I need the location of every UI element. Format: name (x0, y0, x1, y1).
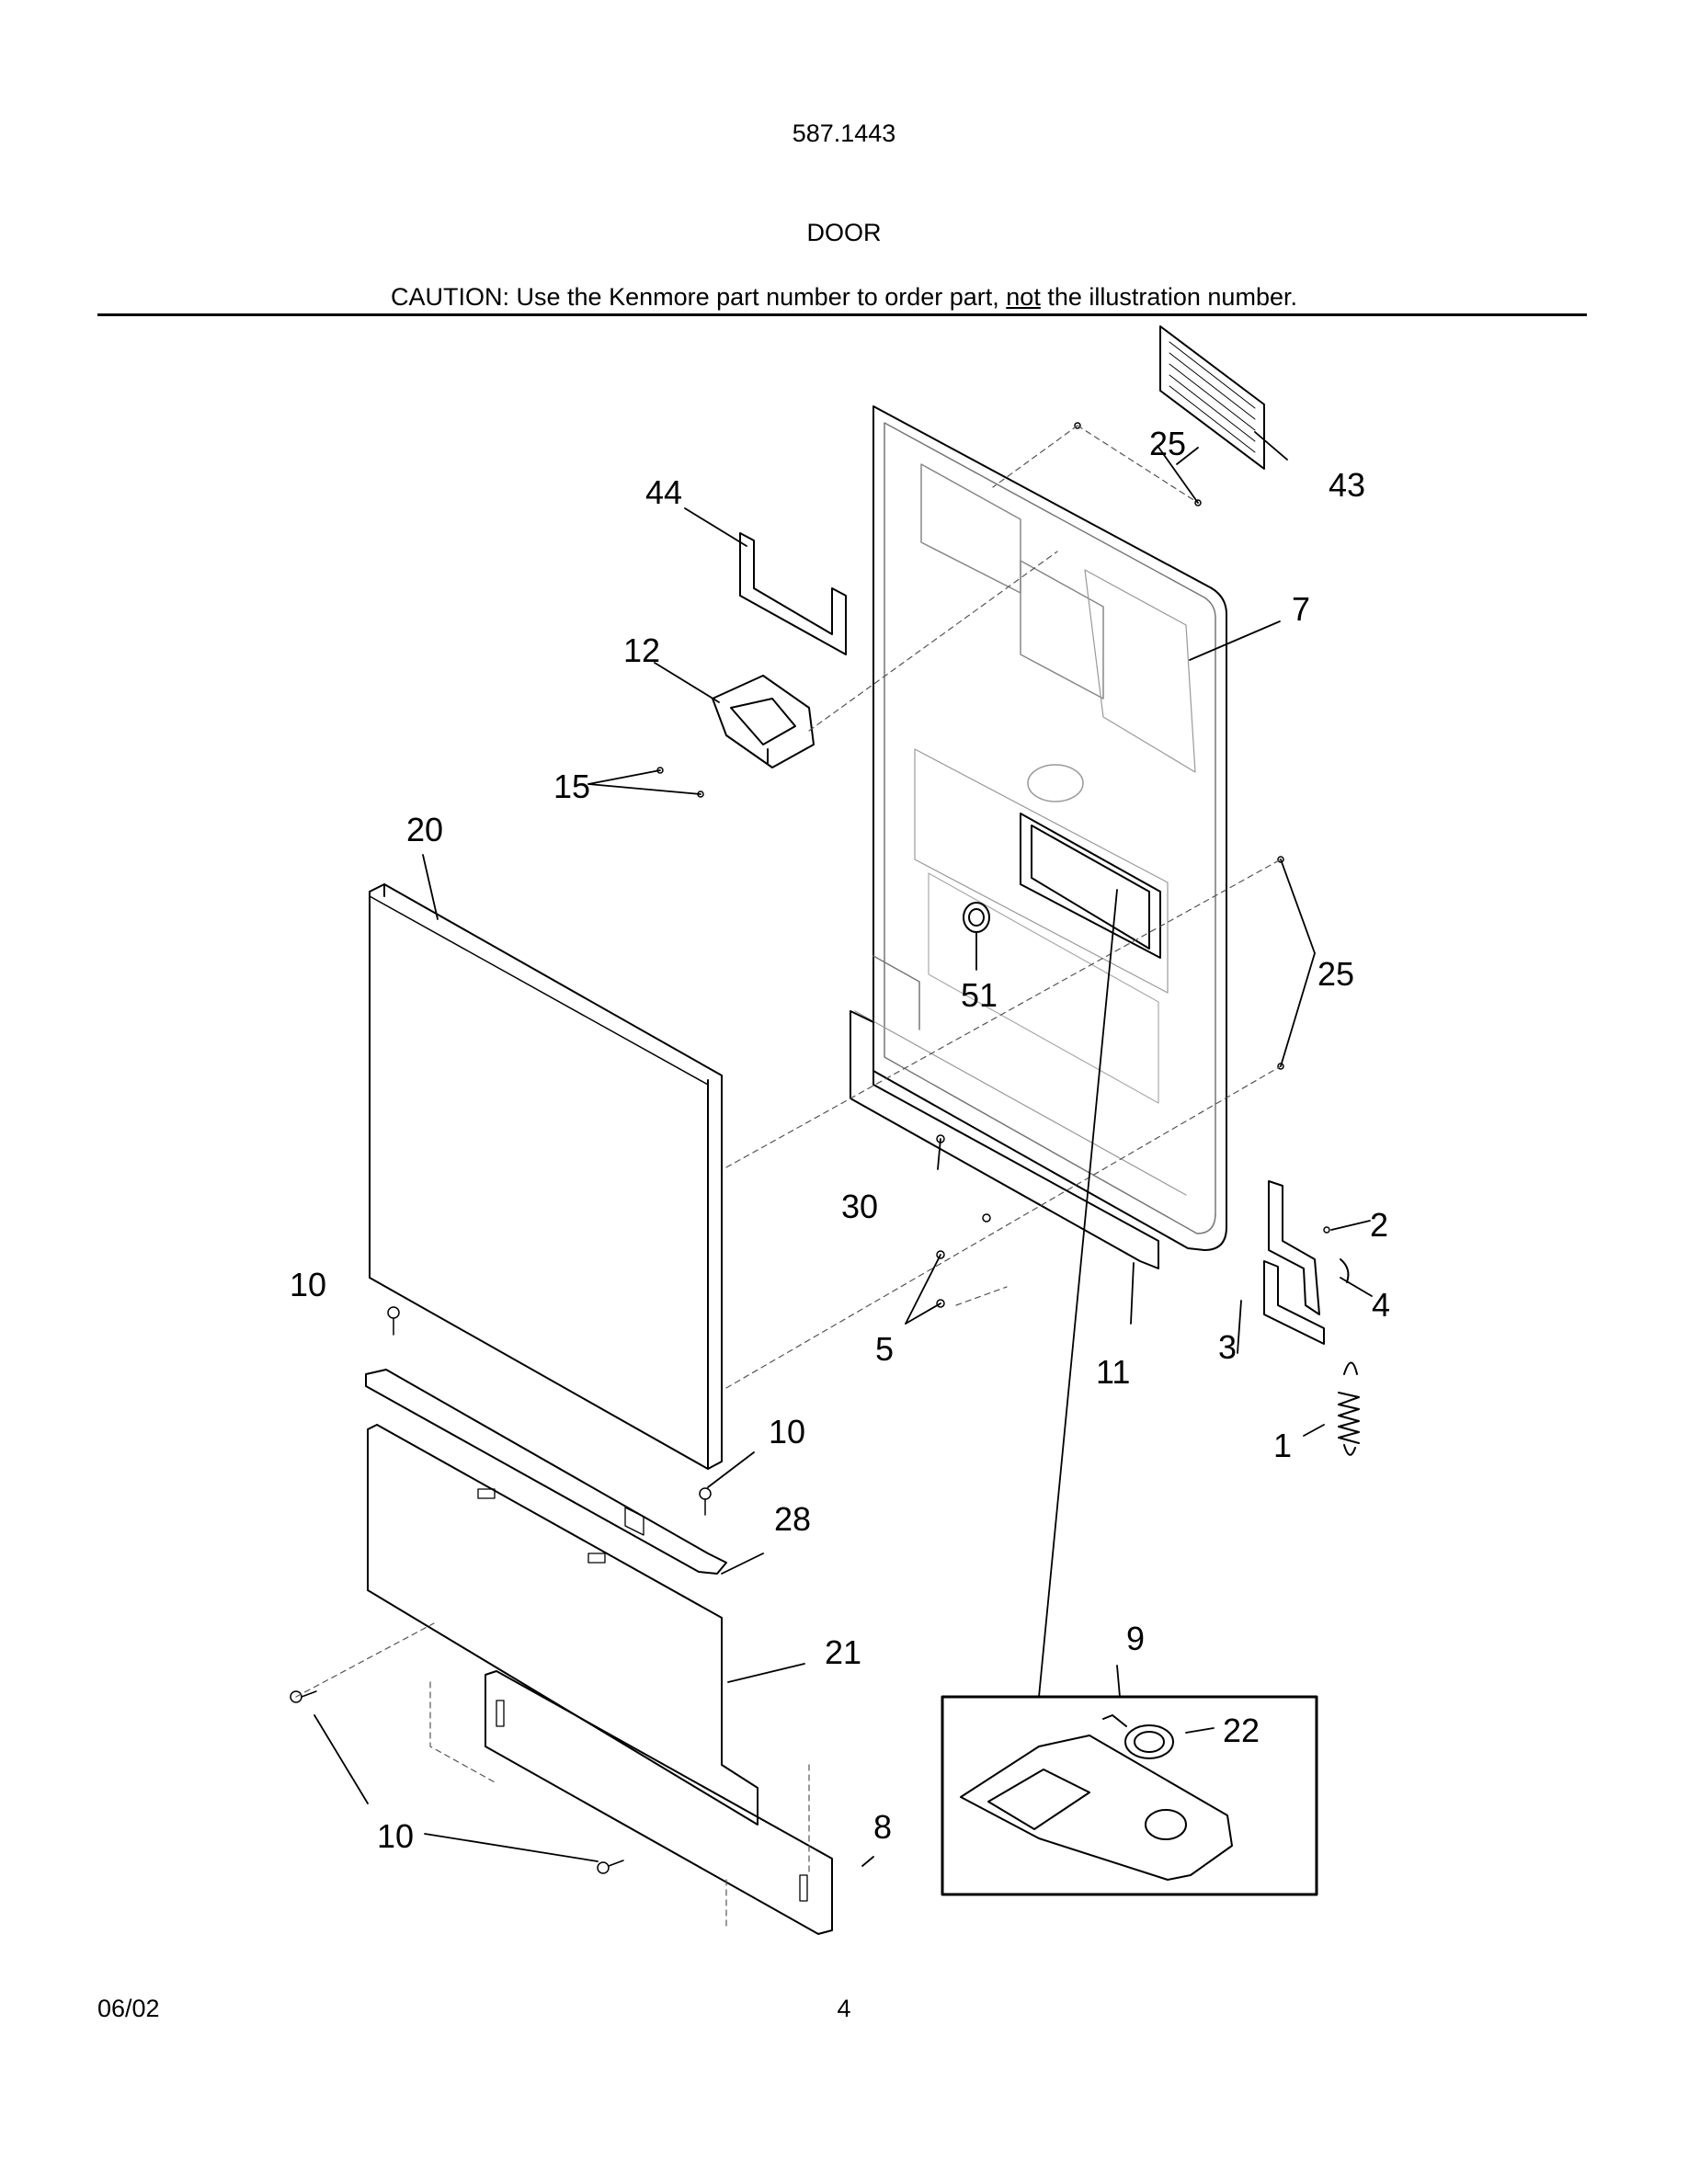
callout-30: 30 (841, 1188, 878, 1225)
door-latch (712, 675, 815, 768)
toe-panel (367, 1424, 758, 1826)
section-title: DOOR (806, 219, 882, 246)
callout-25-upper: 25 (1149, 425, 1186, 462)
callout-5: 5 (875, 1330, 894, 1368)
page-number: 4 (837, 1995, 851, 2022)
dispenser-detail-frame (941, 1695, 1318, 1896)
callout-44: 44 (645, 473, 682, 511)
callout-15: 15 (553, 768, 590, 805)
model-number: 587.1443 (792, 119, 896, 147)
caution-note: CAUTION: Use the Kenmore part number to … (0, 283, 1688, 312)
callout-25-right: 25 (1317, 955, 1354, 993)
callout-2: 2 (1370, 1206, 1388, 1244)
bottom-trim-strip (850, 1010, 1159, 1269)
callout-22: 22 (1223, 1712, 1260, 1749)
callout-9: 9 (1126, 1620, 1145, 1657)
callout-1: 1 (1273, 1427, 1292, 1464)
callout-8: 8 (873, 1808, 892, 1846)
caution-text-end: the illustration number. (1040, 283, 1297, 311)
callout-10-upper: 10 (290, 1266, 326, 1303)
caution-emphasis: not (1006, 283, 1041, 311)
vent-grille (1159, 325, 1265, 470)
u-bracket (739, 532, 847, 655)
callout-4: 4 (1372, 1286, 1390, 1324)
callout-numbers: 1 2 3 4 5 7 8 9 10 10 10 11 12 15 20 21 … (290, 425, 1390, 1855)
caution-text-start: CAUTION: Use the Kenmore part number to … (391, 283, 1007, 311)
trim-bar (365, 1369, 727, 1575)
callout-7: 7 (1292, 590, 1310, 628)
callout-10-middle: 10 (769, 1413, 805, 1450)
callout-3: 3 (1218, 1328, 1237, 1366)
callout-21: 21 (825, 1633, 861, 1671)
callout-20: 20 (406, 811, 443, 848)
callout-11: 11 (1096, 1353, 1130, 1391)
kick-plate (485, 1670, 833, 1935)
callout-43: 43 (1329, 466, 1365, 504)
leader-lines (314, 431, 1373, 1867)
door-spring (1338, 1361, 1360, 1456)
dispenser-assembly (960, 1714, 1233, 1881)
outer-door-panel (369, 883, 723, 1470)
fasteners (290, 422, 1330, 1874)
callout-51: 51 (961, 976, 998, 1014)
revision-date: 06/02 (97, 1995, 160, 2022)
header-rule (97, 313, 1587, 316)
assembly-guide-lines (295, 425, 1282, 1931)
callout-28: 28 (774, 1500, 811, 1538)
hinge-assembly (1263, 1180, 1350, 1345)
inner-door-panel (854, 405, 1227, 1251)
callout-12: 12 (623, 631, 660, 669)
callout-10-lower: 10 (377, 1817, 414, 1855)
